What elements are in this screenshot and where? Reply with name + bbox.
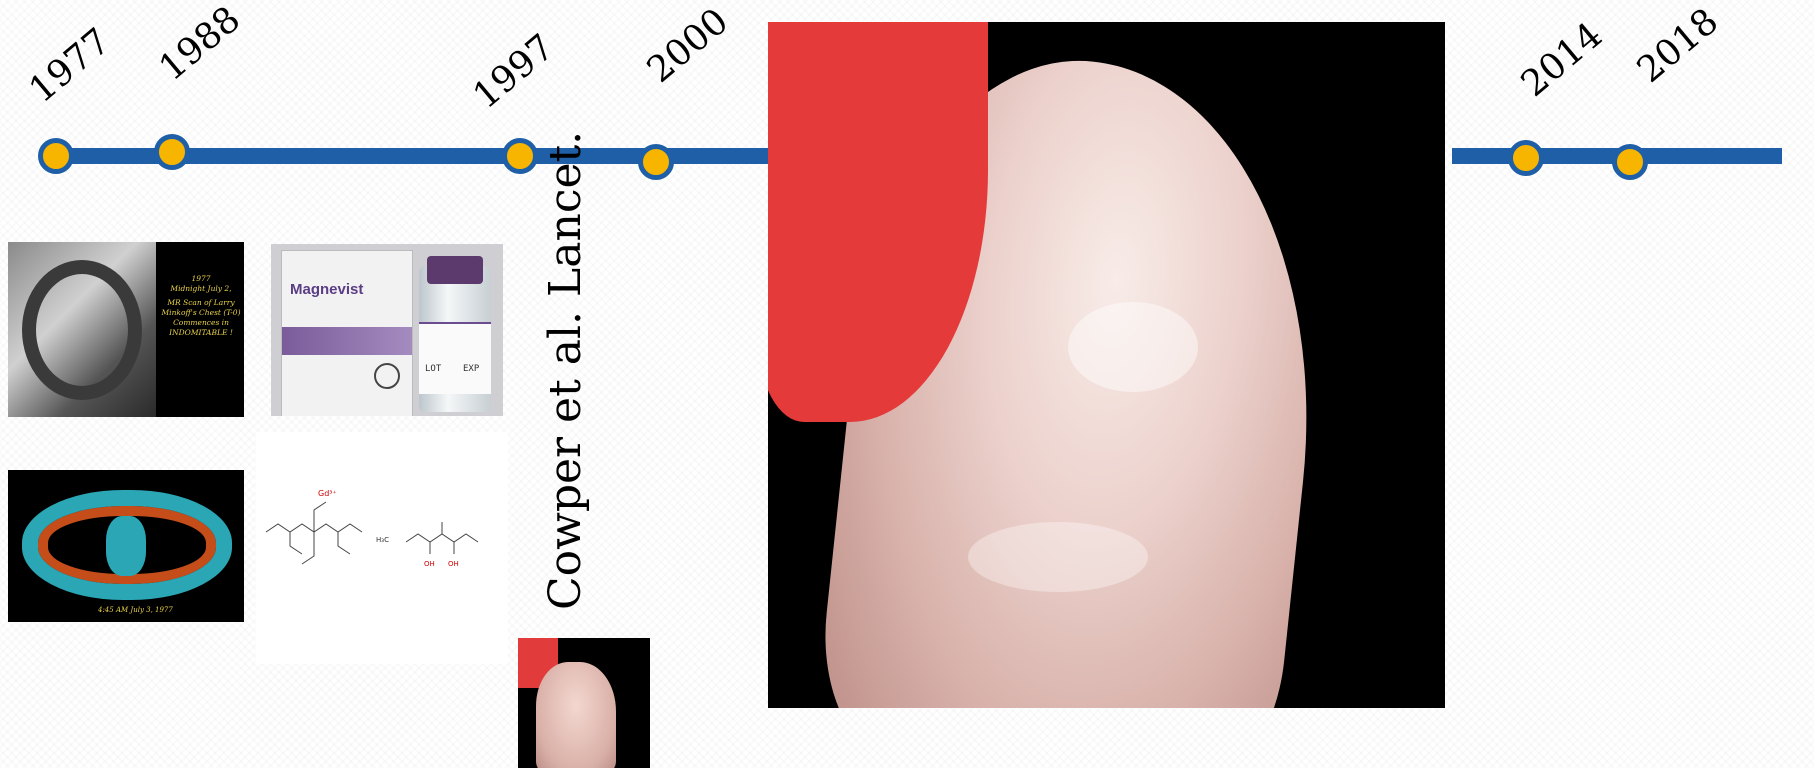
year-label-1988: 1988 bbox=[152, 0, 249, 89]
first-mri-scan-image: 4:45 AM July 3, 1977 bbox=[8, 470, 244, 622]
caption-line-3: Commences in INDOMITABLE ! bbox=[160, 318, 242, 338]
chemical-structure-icon: Gd³⁺ H₃C OH OH bbox=[256, 432, 508, 664]
vial-exp: EXP bbox=[463, 364, 479, 374]
timeline-node-1988 bbox=[154, 134, 190, 170]
year-label-2018: 2018 bbox=[1630, 1, 1727, 91]
knee-thumbnail-photo bbox=[518, 638, 650, 768]
year-label-2000: 2000 bbox=[640, 1, 737, 91]
year-label-1977: 1977 bbox=[22, 21, 119, 111]
caption-year: 1977 bbox=[160, 274, 242, 284]
mri-magnet-ring bbox=[22, 260, 142, 400]
timeline-node-2018 bbox=[1612, 144, 1648, 180]
first-mri-photo: 1977 Midnight July 2, MR Scan of Larry M… bbox=[8, 242, 244, 417]
bayer-logo-icon bbox=[374, 363, 400, 389]
year-label-1997: 1997 bbox=[466, 27, 563, 117]
caption-line-2: MR Scan of Larry Minkoff's Chest (T-0) bbox=[160, 298, 242, 318]
magnevist-box: Magnevist bbox=[281, 250, 413, 416]
svg-text:Gd³⁺: Gd³⁺ bbox=[318, 489, 337, 498]
timeline-node-1977 bbox=[38, 138, 74, 174]
timeline-node-2000 bbox=[638, 144, 674, 180]
magnevist-vial: LOT EXP bbox=[419, 266, 491, 412]
scan-center bbox=[106, 516, 146, 576]
skin-plaque-2 bbox=[968, 522, 1148, 592]
year-label-2014: 2014 bbox=[1514, 15, 1611, 105]
vial-cap bbox=[427, 256, 483, 284]
magnevist-photo: Magnevist LOT EXP bbox=[271, 244, 503, 416]
nsf-knee-photo bbox=[768, 22, 1445, 708]
chemical-structures: Gd³⁺ H₃C OH OH bbox=[256, 432, 508, 664]
caption-line-1: Midnight July 2, bbox=[160, 284, 242, 294]
timeline-node-1997 bbox=[502, 138, 538, 174]
skin-plaque-1 bbox=[1068, 302, 1198, 392]
magnevist-brand: Magnevist bbox=[290, 281, 363, 298]
vial-label: LOT EXP bbox=[419, 322, 491, 394]
timeline-node-2014 bbox=[1508, 140, 1544, 176]
svg-text:OH: OH bbox=[448, 560, 459, 568]
svg-text:OH: OH bbox=[424, 560, 435, 568]
mri-photo-caption: 1977 Midnight July 2, MR Scan of Larry M… bbox=[160, 274, 242, 338]
knee-skin bbox=[536, 662, 616, 768]
vial-lot: LOT bbox=[425, 364, 441, 374]
citation-label: Cowper et al. Lancet. bbox=[540, 131, 591, 610]
box-stripe bbox=[282, 327, 412, 355]
scan-timestamp: 4:45 AM July 3, 1977 bbox=[98, 606, 173, 614]
svg-text:H₃C: H₃C bbox=[376, 536, 389, 544]
